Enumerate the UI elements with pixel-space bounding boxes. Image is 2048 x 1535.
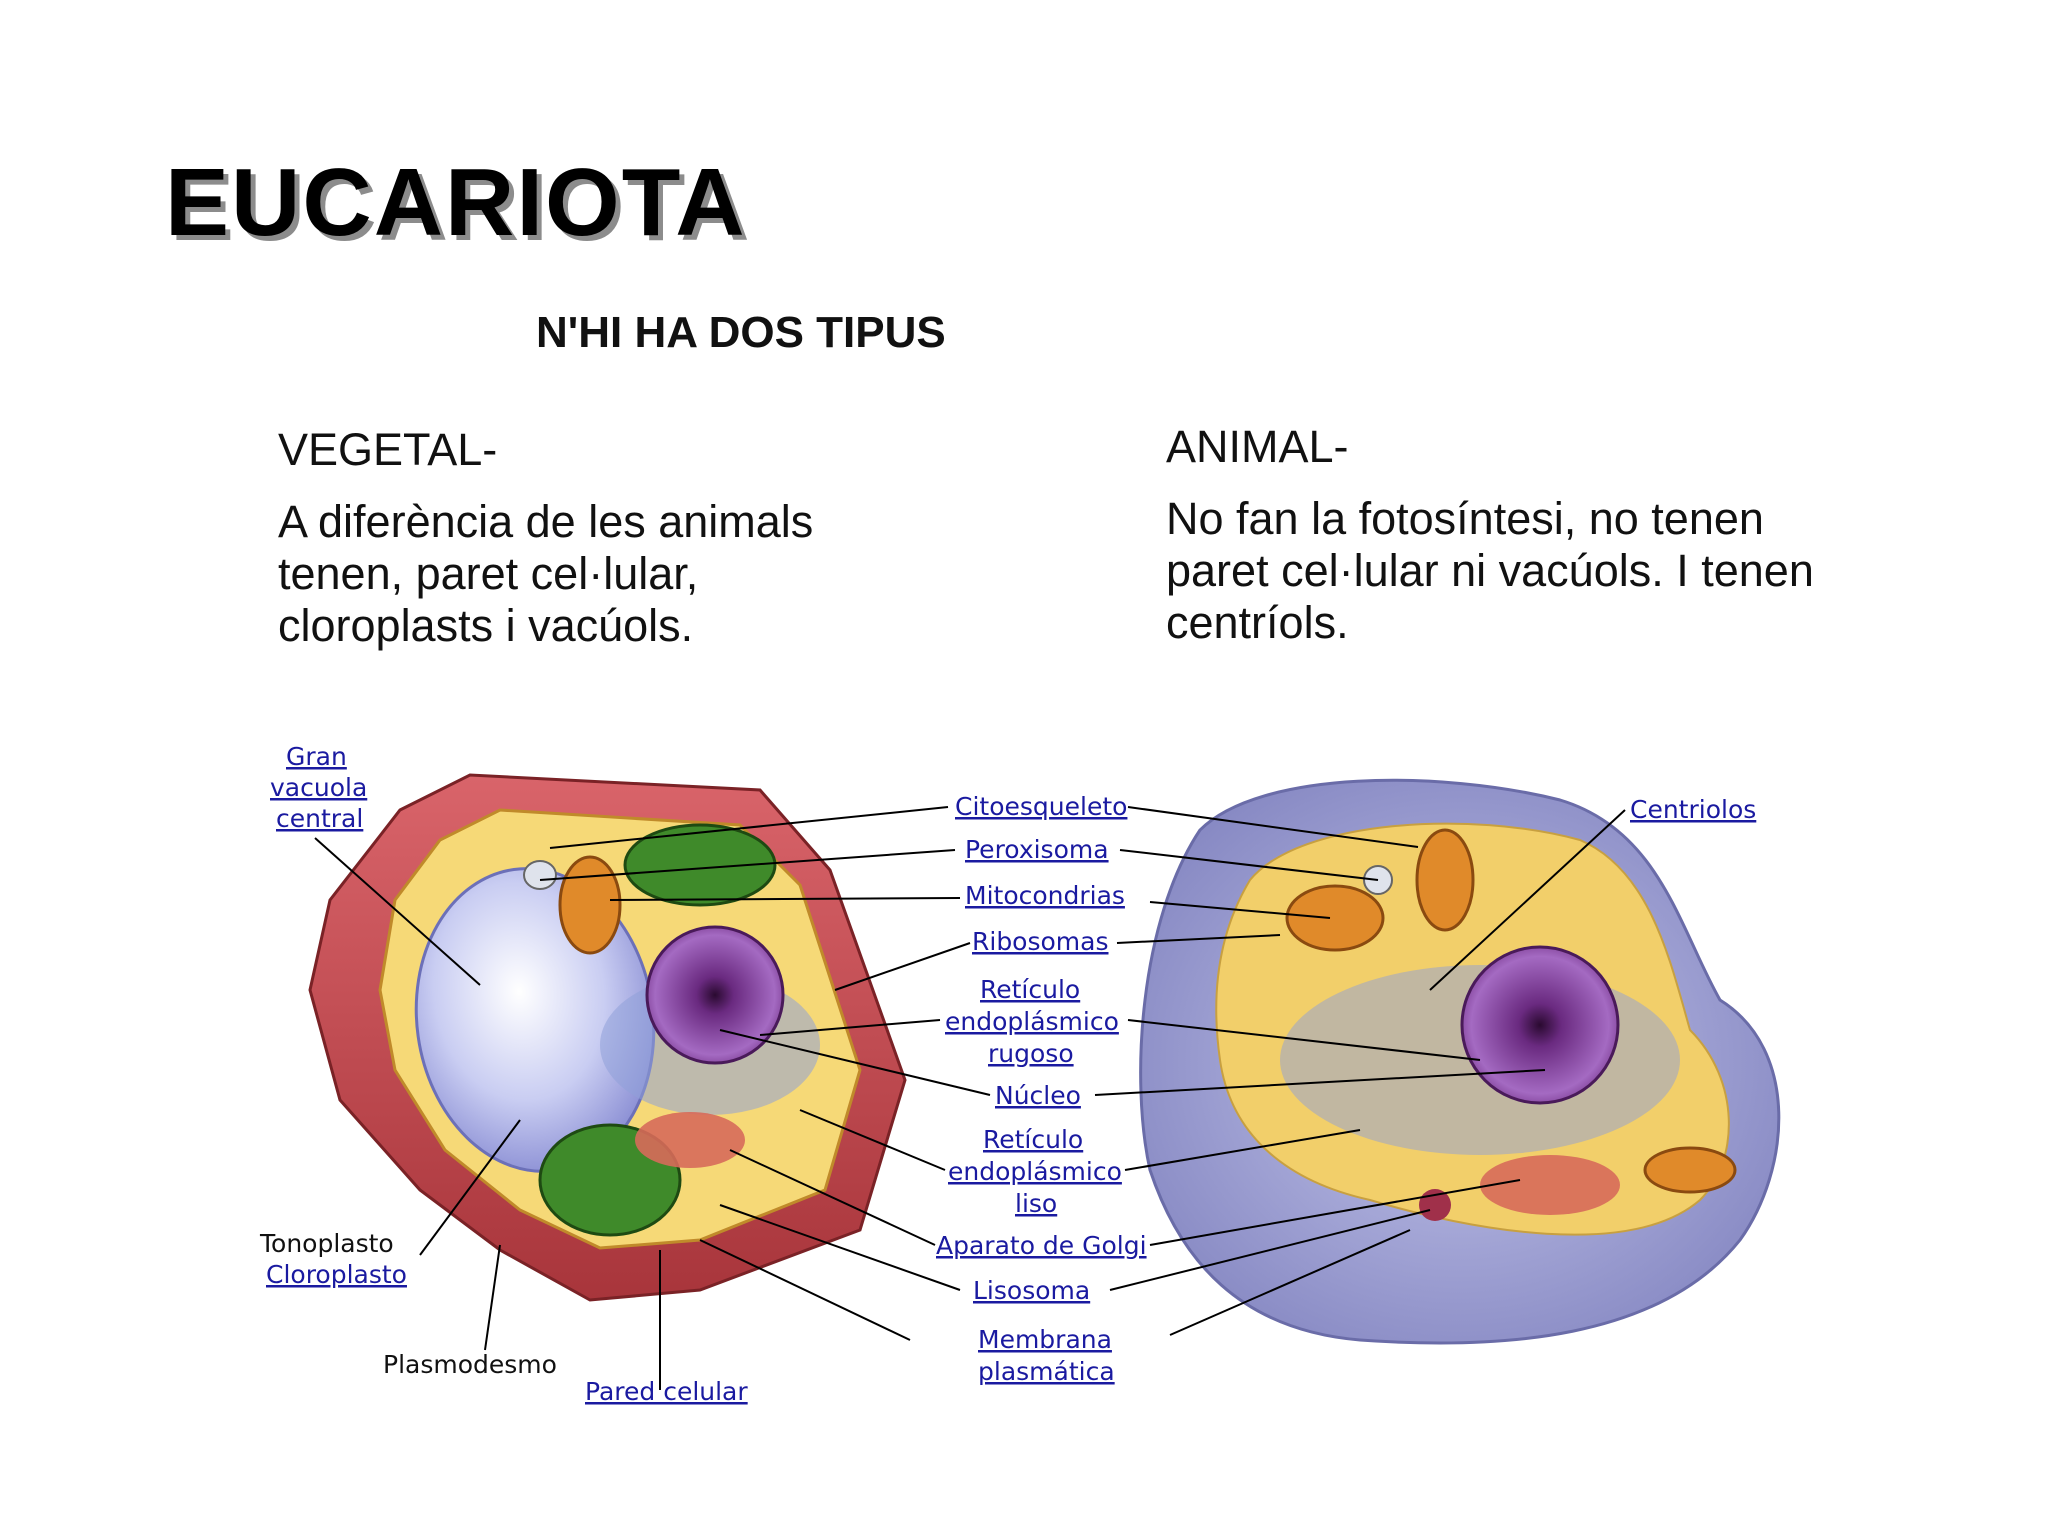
slide-subtitle: N'HI HA DOS TIPUS bbox=[536, 308, 946, 357]
label-gran-1: Gran bbox=[286, 742, 347, 771]
shared-labels: Citoesqueleto Peroxisoma Mitocondrias Ri… bbox=[936, 792, 1147, 1386]
label-rer-3: rugoso bbox=[988, 1039, 1074, 1068]
label-peroxisoma: Peroxisoma bbox=[965, 835, 1109, 864]
label-tonoplasto: Tonoplasto bbox=[259, 1229, 394, 1258]
label-rer-2: endoplásmico bbox=[945, 1007, 1119, 1036]
animal-mitochondria-1 bbox=[1285, 884, 1385, 952]
label-membrana-2: plasmática bbox=[978, 1357, 1115, 1386]
label-gran-3: central bbox=[276, 804, 363, 833]
label-rer-1: Retículo bbox=[980, 975, 1080, 1004]
animal-golgi bbox=[1480, 1155, 1620, 1215]
label-pared-celular: Pared celular bbox=[585, 1377, 748, 1406]
label-plasmodesmo: Plasmodesmo bbox=[383, 1350, 557, 1379]
leader-lines bbox=[314, 806, 1626, 1390]
slide-title: EUCARIOTA bbox=[165, 149, 747, 256]
label-centriolos: Centriolos bbox=[1630, 795, 1756, 824]
label-nucleo: Núcleo bbox=[995, 1081, 1081, 1110]
plant-mitochondria bbox=[558, 855, 622, 955]
plant-golgi bbox=[635, 1112, 745, 1168]
vegetal-column: VEGETAL- A diferència de les animals ten… bbox=[278, 424, 898, 652]
animal-heading: ANIMAL- bbox=[1166, 421, 1349, 472]
label-ribosomas: Ribosomas bbox=[972, 927, 1109, 956]
label-golgi: Aparato de Golgi bbox=[936, 1231, 1147, 1260]
label-gran-2: vacuola bbox=[270, 773, 367, 802]
label-rel-1: Retículo bbox=[983, 1125, 1083, 1154]
label-mitocondrias: Mitocondrias bbox=[965, 881, 1125, 910]
vegetal-heading: VEGETAL- bbox=[278, 424, 498, 475]
plant-nucleus bbox=[645, 925, 785, 1065]
plant-chloroplast-top bbox=[623, 823, 777, 907]
vegetal-text: A diferència de les animals tenen, paret… bbox=[278, 496, 814, 651]
animal-cell bbox=[1139, 778, 1781, 1345]
label-citoesqueleto: Citoesqueleto bbox=[955, 792, 1127, 821]
animal-text: No fan la fotosíntesi, no tenen paret ce… bbox=[1166, 493, 1814, 648]
animal-labels: Centriolos bbox=[1630, 795, 1756, 824]
label-rel-3: liso bbox=[1015, 1189, 1057, 1218]
plant-cell bbox=[308, 773, 907, 1302]
animal-mitochondria-2 bbox=[1415, 828, 1475, 932]
label-lisosoma: Lisosoma bbox=[973, 1276, 1090, 1305]
label-rel-2: endoplásmico bbox=[948, 1157, 1122, 1186]
label-membrana-1: Membrana bbox=[978, 1325, 1112, 1354]
animal-column: ANIMAL- No fan la fotosíntesi, no tenen … bbox=[1166, 421, 1846, 649]
animal-nucleus bbox=[1460, 945, 1620, 1105]
plant-labels: Gran vacuola central Tonoplasto Cloropla… bbox=[259, 742, 748, 1406]
plant-peroxisome bbox=[523, 860, 557, 890]
animal-mitochondria-3 bbox=[1643, 1146, 1737, 1194]
label-cloroplasto: Cloroplasto bbox=[266, 1260, 407, 1289]
